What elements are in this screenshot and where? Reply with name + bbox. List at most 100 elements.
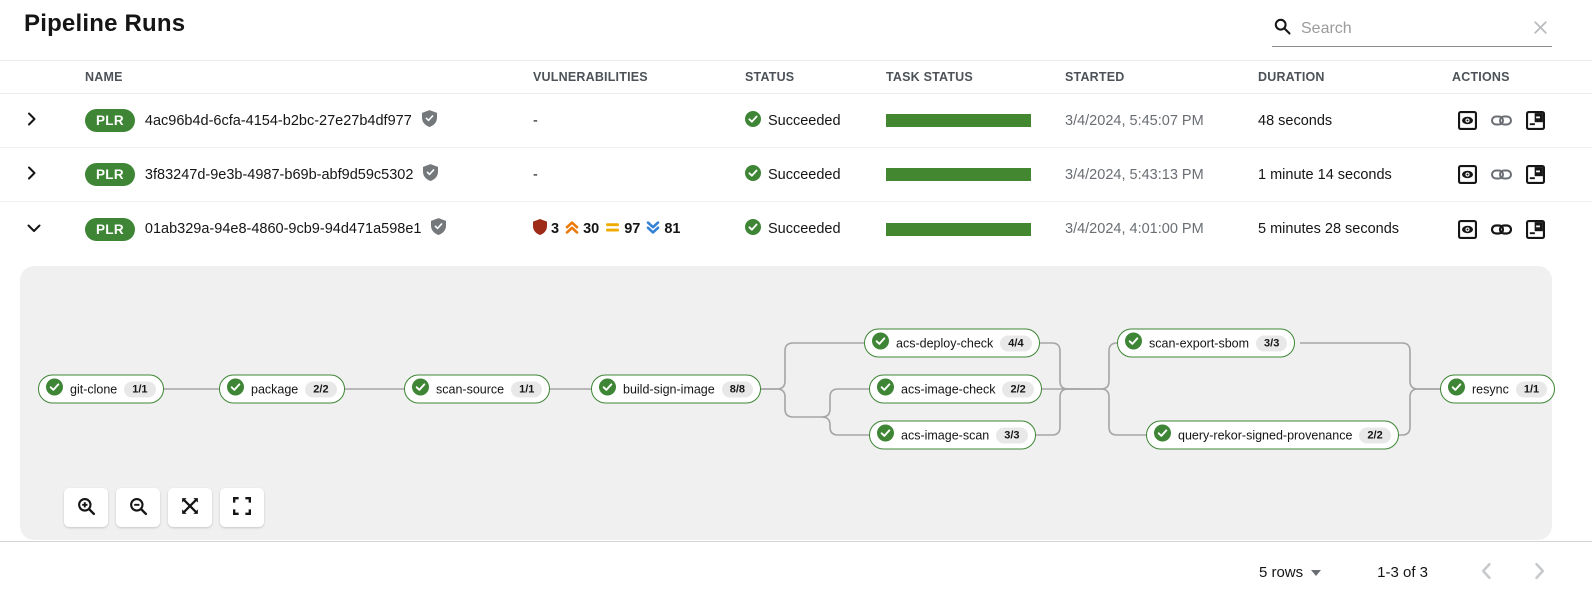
task-status-bar <box>886 222 1031 236</box>
medium-vulnerabilities: 97 <box>605 221 640 237</box>
fit-to-screen-icon <box>181 497 199 518</box>
view-output-button[interactable] <box>1458 219 1477 239</box>
check-circle-icon <box>745 110 761 131</box>
previous-page-button[interactable] <box>1470 556 1502 589</box>
rows-per-page-label: 5 rows <box>1258 564 1304 581</box>
critical-severity-icon <box>533 219 547 239</box>
check-circle-icon <box>1448 378 1465 400</box>
shield-check-icon <box>421 109 437 132</box>
column-header-name: NAME <box>85 70 123 84</box>
reset-view-button[interactable] <box>220 488 264 527</box>
check-circle-icon <box>1154 424 1171 446</box>
task-status-bar <box>886 114 1031 127</box>
collapse-row-button[interactable] <box>22 218 46 241</box>
started-timestamp: 3/4/2024, 5:43:13 PM <box>1065 166 1204 183</box>
pipeline-run-link[interactable]: 3f83247d-9e3b-4987-b69b-abf9d59c5302 <box>144 166 414 183</box>
zoom-in-icon <box>77 497 96 519</box>
search-icon <box>1274 18 1291 40</box>
critical-vulnerabilities: 3 <box>533 219 559 239</box>
vulnerabilities-value: - <box>533 112 538 129</box>
zoom-out-icon <box>129 497 148 519</box>
view-logs-button[interactable] <box>1526 165 1545 184</box>
top-bar: Pipeline Runs <box>0 0 1592 60</box>
pipeline-graph-panel: git-clone 1/1 package 2/2 scan-source 1/… <box>20 266 1556 540</box>
column-header-task-status: TASK STATUS <box>886 70 973 84</box>
shield-check-icon <box>423 163 439 186</box>
shield-check-icon <box>431 218 447 240</box>
check-circle-icon <box>872 332 889 354</box>
task-node-resync[interactable]: resync 1/1 <box>1440 374 1556 404</box>
table-row: PLR 4ac96b4d-6cfa-4154-b2bc-27e27b4df977… <box>0 94 1592 148</box>
duration-value: 5 minutes 28 seconds <box>1258 221 1400 237</box>
started-timestamp: 3/4/2024, 5:45:07 PM <box>1065 112 1204 129</box>
status-label: Succeeded <box>768 112 841 129</box>
caret-down-icon <box>1311 569 1322 576</box>
task-node-package[interactable]: package 2/2 <box>219 374 345 404</box>
check-circle-icon <box>877 424 894 446</box>
search-clear-icon[interactable] <box>1531 19 1550 39</box>
link-button[interactable] <box>1491 168 1512 181</box>
task-node-scan-source[interactable]: scan-source 1/1 <box>404 374 551 404</box>
view-output-button[interactable] <box>1458 165 1477 184</box>
search-input[interactable] <box>1301 20 1531 38</box>
view-logs-button[interactable] <box>1526 111 1545 130</box>
chevron-right-icon <box>26 111 37 130</box>
task-node-build-sign-image[interactable]: build-sign-image 8/8 <box>591 374 762 404</box>
check-circle-icon <box>877 378 894 400</box>
check-circle-icon <box>745 164 761 185</box>
low-severity-icon <box>646 220 660 239</box>
duration-value: 1 minute 14 seconds <box>1258 166 1392 183</box>
check-circle-icon <box>1125 332 1142 354</box>
column-header-status: STATUS <box>745 70 795 84</box>
table-header: NAME VULNERABILITIES STATUS TASK STATUS … <box>0 60 1592 94</box>
rows-per-page-dropdown[interactable]: 5 rows <box>1258 564 1322 581</box>
task-node-acs-image-scan[interactable]: acs-image-scan 3/3 <box>869 420 1036 450</box>
check-circle-icon <box>745 219 761 239</box>
next-page-button[interactable] <box>1524 556 1556 589</box>
pipeline-run-link[interactable]: 01ab329a-94e8-4860-9cb9-94d471a598e1 <box>144 221 422 237</box>
high-vulnerabilities: 30 <box>565 220 599 239</box>
chevron-left-icon <box>1480 562 1492 583</box>
view-logs-button[interactable] <box>1526 219 1545 239</box>
plr-badge: PLR <box>85 109 135 132</box>
reset-view-icon <box>232 496 252 518</box>
check-circle-icon <box>46 378 63 400</box>
column-header-actions: ACTIONS <box>1452 70 1510 84</box>
task-node-acs-deploy-check[interactable]: acs-deploy-check 4/4 <box>864 328 1040 358</box>
column-header-duration: DURATION <box>1258 70 1325 84</box>
column-header-started: STARTED <box>1065 70 1125 84</box>
check-circle-icon <box>227 378 244 400</box>
fit-to-screen-button[interactable] <box>168 488 212 527</box>
pipeline-run-link[interactable]: 4ac96b4d-6cfa-4154-b2bc-27e27b4df977 <box>144 112 412 129</box>
check-circle-icon <box>599 378 616 400</box>
duration-value: 48 seconds <box>1258 112 1333 129</box>
chevron-right-icon <box>1534 562 1546 583</box>
medium-severity-icon <box>605 221 620 237</box>
task-node-acs-image-check[interactable]: acs-image-check 2/2 <box>869 374 1042 404</box>
low-vulnerabilities: 81 <box>646 220 681 239</box>
graph-controls <box>64 488 264 527</box>
task-node-scan-export-sbom[interactable]: scan-export-sbom 3/3 <box>1117 328 1296 358</box>
search-box[interactable] <box>1272 14 1552 47</box>
started-timestamp: 3/4/2024, 4:01:00 PM <box>1065 221 1204 237</box>
link-button[interactable] <box>1491 114 1512 127</box>
high-severity-icon <box>565 220 579 239</box>
pagination-range: 1-3 of 3 <box>1377 564 1428 581</box>
task-node-git-clone[interactable]: git-clone 1/1 <box>38 374 164 404</box>
zoom-in-button[interactable] <box>64 488 108 527</box>
link-button[interactable] <box>1491 223 1512 236</box>
vulnerabilities-value: - <box>533 166 538 183</box>
zoom-out-button[interactable] <box>116 488 160 527</box>
view-output-button[interactable] <box>1458 111 1477 130</box>
page-title: Pipeline Runs <box>24 10 186 37</box>
expand-row-button[interactable] <box>22 107 41 134</box>
chevron-right-icon <box>26 165 37 184</box>
task-node-query-rekor-signed-provenance[interactable]: query-rekor-signed-provenance 2/2 <box>1146 420 1399 450</box>
expand-row-button[interactable] <box>22 161 41 188</box>
table-row: PLR 01ab329a-94e8-4860-9cb9-94d471a598e1… <box>0 202 1592 256</box>
plr-badge: PLR <box>85 217 135 241</box>
chevron-down-icon <box>26 222 42 237</box>
check-circle-icon <box>412 378 429 400</box>
column-header-vulnerabilities: VULNERABILITIES <box>533 70 648 84</box>
table-row: PLR 3f83247d-9e3b-4987-b69b-abf9d59c5302… <box>0 148 1592 202</box>
